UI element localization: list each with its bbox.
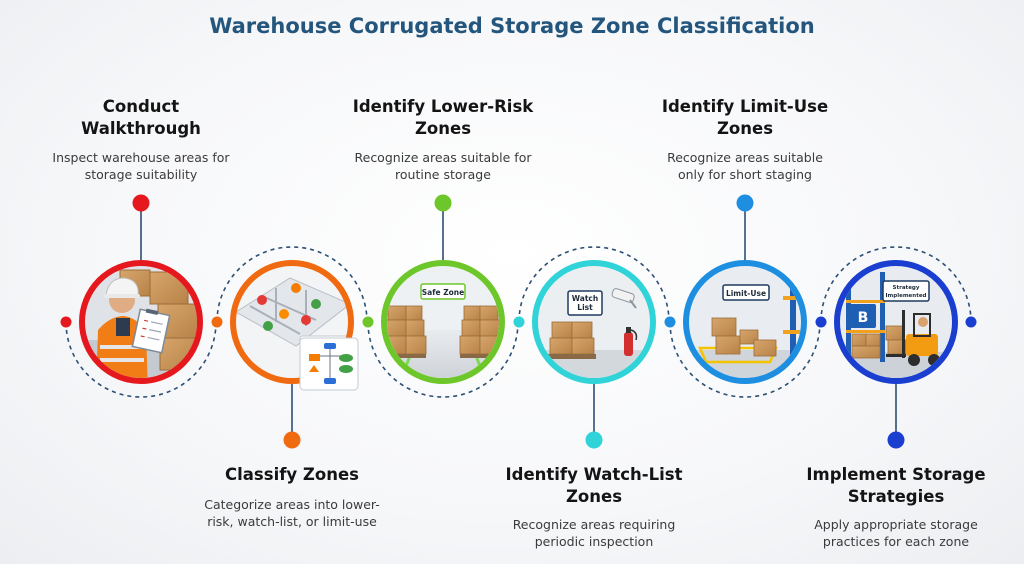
connector-arc-4: [518, 246, 670, 323]
step-4-title: Identify Watch-List Zones: [474, 464, 714, 508]
step-marker-dot-2: [283, 431, 301, 449]
leader-lines: [140, 203, 897, 440]
strategy-sign-line-1: Strategy: [893, 285, 920, 291]
step-1-title-line-1: Conduct: [102, 97, 180, 116]
step-5-title-line-1: Identify Limit-Use: [661, 97, 829, 116]
step-marker-dot-3: [434, 194, 452, 212]
step-1-desc-line-1: Inspect warehouse areas for: [52, 150, 230, 165]
step-4-title-line-1: Identify Watch-List: [505, 465, 683, 484]
step-4-title-line-2: Zones: [565, 487, 623, 506]
step-1-description: Inspect warehouse areas for storage suit…: [21, 149, 261, 183]
step-4-desc-line-2: periodic inspection: [534, 534, 654, 549]
rack-label-panel: [850, 304, 876, 328]
step-4-desc-line-1: Recognize areas requiring: [512, 517, 676, 532]
limit-use-illustration: [689, 266, 801, 378]
safe-zone-sign: [420, 283, 466, 300]
step-3-title: Identify Lower-Risk Zones: [323, 96, 563, 140]
safe-zone-illustration: [387, 266, 499, 378]
step-5-description: Recognize areas suitable only for short …: [625, 149, 865, 183]
step-circle-6: B Strategy Implemented: [834, 260, 958, 384]
watch-list-sign-line-2: List: [577, 303, 593, 312]
junction-dot-5: [664, 316, 676, 328]
connector-arc-1: [65, 321, 217, 398]
connector-arc-2: [216, 246, 368, 323]
strategy-sign-line-2: Implemented: [885, 293, 926, 299]
step-6-description: Apply appropriate storage practices for …: [776, 516, 1016, 550]
flowchart-card-icon: [309, 343, 353, 384]
step-circle-4: Watch List: [532, 260, 656, 384]
forklift-illustration: B: [840, 266, 952, 378]
page-title: Warehouse Corrugated Storage Zone Classi…: [209, 14, 815, 38]
step-circle-1: [79, 260, 203, 384]
flowchart-card: [299, 337, 359, 391]
step-5-desc-line-1: Recognize areas suitable: [667, 150, 823, 165]
security-camera-icon: [611, 288, 637, 309]
limit-use-sign-label: Limit-Use: [726, 289, 766, 298]
leader-end-dots: [132, 194, 905, 449]
limit-use-sign: [722, 284, 770, 301]
step-6-desc-line-1: Apply appropriate storage: [814, 517, 978, 532]
connector-arc-3: [367, 321, 519, 398]
step-6-desc-line-2: practices for each zone: [822, 534, 970, 549]
strategy-sign: [882, 280, 930, 302]
step-2-description: Categorize areas into lower- risk, watch…: [172, 496, 412, 530]
connector-arc-6: [820, 246, 972, 323]
step-marker-dot-6: [887, 431, 905, 449]
connector-arcs: [65, 246, 972, 398]
step-6-title-line-2: Strategies: [847, 487, 945, 506]
location-pin-icon: [257, 283, 321, 331]
step-circle-3: Safe Zone: [381, 260, 505, 384]
step-1-title: Conduct Walkthrough: [21, 96, 261, 140]
fire-extinguisher-icon: [624, 327, 638, 356]
step-3-desc-line-1: Recognize areas suitable for: [354, 150, 532, 165]
step-marker-dot-5: [736, 194, 754, 212]
step-3-title-line-1: Identify Lower-Risk: [352, 97, 534, 116]
step-5-title-line-2: Zones: [716, 119, 774, 138]
step-1-title-line-2: Walkthrough: [81, 119, 201, 138]
step-2-title-line-1: Classify Zones: [225, 465, 359, 484]
junction-dot-2: [211, 316, 223, 328]
step-4-description: Recognize areas requiring periodic inspe…: [474, 516, 714, 550]
watch-list-sign-line-1: Watch: [572, 294, 598, 303]
watch-list-sign: [567, 290, 603, 316]
step-circle-2: [230, 260, 359, 391]
safe-zone-sign-label: Safe Zone: [422, 288, 464, 297]
junction-dot-4: [513, 316, 525, 328]
step-2-title: Classify Zones: [172, 464, 412, 486]
step-5-title: Identify Limit-Use Zones: [625, 96, 865, 140]
junction-dot-1: [60, 316, 72, 328]
step-6-title: Implement Storage Strategies: [776, 464, 1016, 508]
connector-arc-5: [669, 321, 821, 398]
junction-dot-3: [362, 316, 374, 328]
step-3-description: Recognize areas suitable for routine sto…: [323, 149, 563, 183]
step-2-desc-line-2: risk, watch-list, or limit-use: [207, 514, 377, 529]
step-5-desc-line-2: only for short staging: [677, 167, 812, 182]
step-marker-dot-4: [585, 431, 603, 449]
rack-label-text: B: [858, 310, 869, 326]
step-3-title-line-2: Zones: [414, 119, 472, 138]
junction-dot-7: [965, 316, 977, 328]
junction-dot-6: [815, 316, 827, 328]
step-marker-dot-1: [132, 194, 150, 212]
step-6-title-line-1: Implement Storage: [806, 465, 986, 484]
step-3-desc-line-2: routine storage: [395, 167, 491, 182]
step-1-desc-line-2: storage suitability: [84, 167, 198, 182]
junction-dots: [60, 316, 977, 328]
step-2-desc-line-1: Categorize areas into lower-: [204, 497, 380, 512]
step-circle-5: Limit-Use: [683, 260, 807, 384]
